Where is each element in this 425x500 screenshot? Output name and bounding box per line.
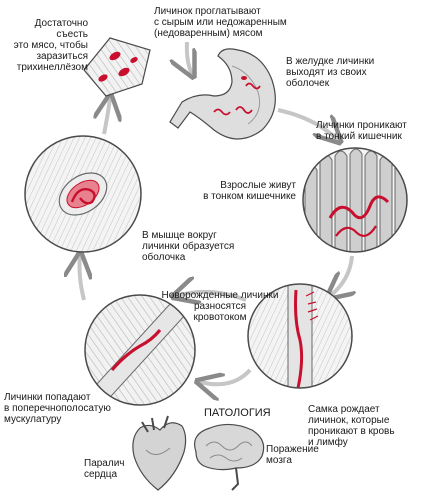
arrow-to-pathology [200,368,252,384]
arrow-stomach-to-intestine [277,108,338,140]
caption-newborn: Новорожденные личинки разносятся кровото… [161,290,279,323]
caption-adults-live: Взрослые живут в тонком кишечнике [203,180,296,202]
arrow-muscle-to-cyst [80,256,85,301]
cycle-arrows [80,41,353,384]
blood-vessel-circle [247,283,353,389]
caption-pathology: ПАТОЛОГИЯ [204,407,271,419]
heart-illustration [132,415,187,491]
brain-illustration [194,423,265,491]
caption-stomach: В желудке личинки выходят из своих оболо… [286,56,375,89]
arrow-cyst-to-meat [104,98,110,135]
stomach-illustration [169,48,276,140]
caption-heart: Паралич сердца [84,458,125,480]
arrow-swallow [187,41,192,74]
meat-chunk-icon [83,37,151,97]
arrow-intestine-to-vessel [330,255,352,296]
caption-swallow: Личинок проглатывают с сырым или недожар… [154,6,287,39]
caption-brain: Поражение мозга [266,444,319,466]
muscle-fibre-circle [84,294,196,406]
arrow-vessel-to-muscle [176,292,247,300]
muscle-cyst-circle [24,135,142,253]
caption-meat-enough: Достаточно съесть это мясо, чтобы зарази… [13,18,88,73]
caption-female-birth: Самка рождает личинок, которые проникают… [308,404,395,448]
caption-enter-intestine: Личинки проникают в тонкий кишечник [316,120,407,142]
caption-to-muscle: Личинки попадают в поперечнополосатую му… [4,392,111,425]
caption-muscle-cyst: В мышце вокруг личинки образуется оболоч… [142,230,235,263]
intestine-villi-circle [302,147,408,253]
